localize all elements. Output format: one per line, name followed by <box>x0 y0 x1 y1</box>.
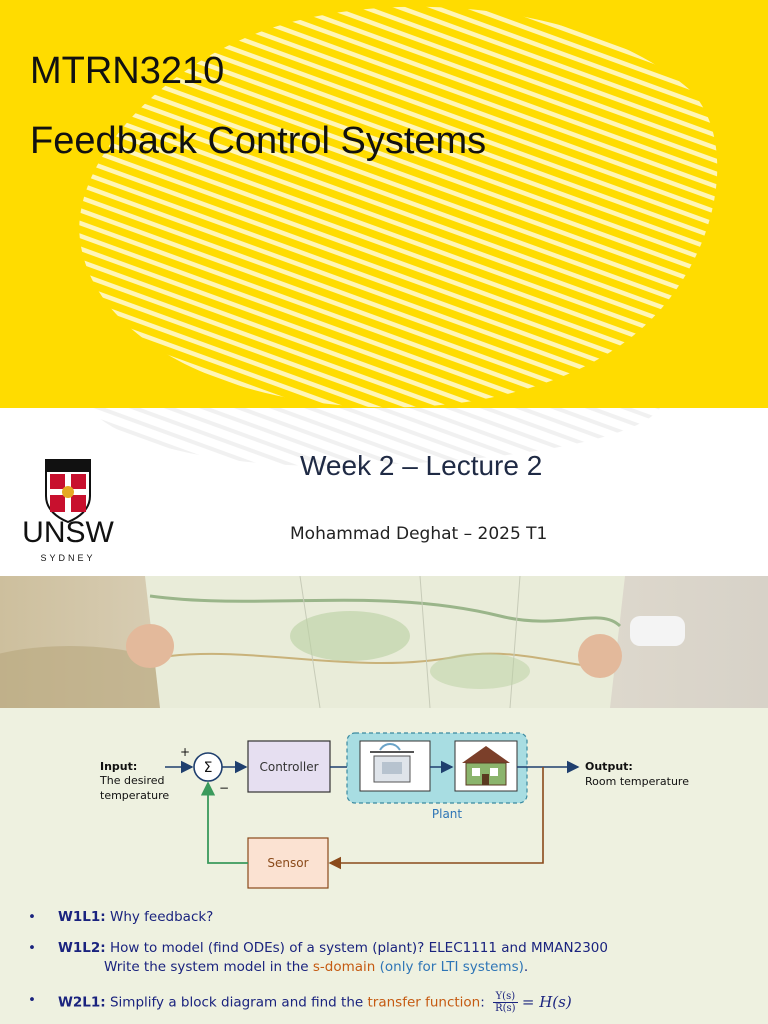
content-panel: Input: The desired temperature + − Σ Con… <box>0 708 768 1024</box>
transfer-fraction: Y(s)R(s) <box>493 991 518 1014</box>
output-line1: Room temperature <box>585 775 689 788</box>
sensor-block <box>247 837 329 889</box>
author-line: Mohammad Deghat – 2025 T1 <box>290 524 548 544</box>
heater-icon <box>370 743 414 783</box>
feedback-block-diagram: Input: The desired temperature + − Σ Con… <box>99 732 689 889</box>
sensor-to-sum-arrow <box>200 781 248 864</box>
house-icon <box>462 746 510 786</box>
output-title: Output: <box>585 760 633 773</box>
bullet-dot-icon: • <box>28 940 36 956</box>
week-lecture-title: Week 2 – Lecture 2 <box>300 450 543 481</box>
list-item: • W2L1: Simplify a block diagram and fin… <box>28 991 572 1014</box>
bullet-dot-icon: • <box>28 992 36 1008</box>
transfer-equation: = H(s) <box>521 993 572 1011</box>
course-code: MTRN3210 <box>30 50 225 92</box>
logo-sub: SYDNEY <box>40 553 95 563</box>
map-photo <box>0 576 768 708</box>
bullet-continuation: Write the system model in the s-domain (… <box>104 959 529 975</box>
input-line2: temperature <box>100 789 169 802</box>
plant-label: Plant <box>432 807 463 821</box>
logo-wordmark: UNSW <box>22 516 114 549</box>
sum-symbol: Σ <box>204 760 213 776</box>
plus-sign: + <box>180 745 190 759</box>
course-title: Feedback Control Systems <box>30 120 487 162</box>
title-banner: MTRN3210 Feedback Control Systems <box>0 0 768 408</box>
hatch-fade <box>90 408 660 466</box>
input-title: Input: <box>100 760 137 773</box>
unsw-logo: UNSW SYDNEY <box>16 458 120 566</box>
input-line1: The desired <box>99 774 165 787</box>
subtitle-band <box>0 408 768 576</box>
hatch-pattern <box>79 6 718 408</box>
sensor-label: Sensor <box>267 856 308 870</box>
bullet-dot-icon: • <box>28 909 36 925</box>
minus-sign: − <box>219 781 229 795</box>
list-item: • W1L1: Why feedback? <box>28 909 214 925</box>
feedback-output-arrow <box>328 767 544 870</box>
list-item: • W1L2: How to model (find ODEs) of a sy… <box>28 939 768 977</box>
lecture-bullets: • W1L1: Why feedback? • W1L2: How to mod… <box>28 908 768 1024</box>
controller-label: Controller <box>259 760 318 774</box>
controller-block <box>247 740 331 793</box>
